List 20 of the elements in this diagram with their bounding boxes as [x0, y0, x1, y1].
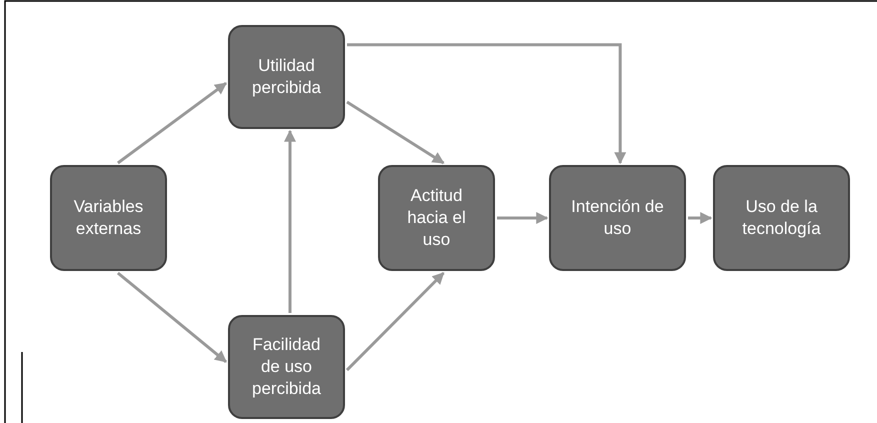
arrow	[346, 100, 445, 164]
box-label: Intención de uso	[570, 196, 665, 240]
box-label: Variables externas	[72, 196, 144, 240]
process-box	[228, 25, 345, 129]
arrow	[346, 272, 445, 372]
box-label: Actitud hacia el uso	[406, 184, 467, 252]
process-box	[228, 315, 345, 419]
arrow	[117, 82, 227, 164]
process-box	[50, 165, 167, 271]
process-box	[378, 165, 495, 271]
box-label: Facilidad de uso percibida	[251, 334, 322, 400]
arrow	[497, 212, 548, 224]
arrow	[284, 130, 296, 313]
process-box	[713, 165, 850, 271]
arrow	[116, 272, 227, 363]
box-label: Uso de la tecnología	[741, 196, 822, 240]
arrow	[347, 43, 626, 164]
box-label: Utilidad percibida	[251, 54, 322, 99]
arrow	[688, 212, 712, 224]
process-box	[549, 165, 686, 271]
